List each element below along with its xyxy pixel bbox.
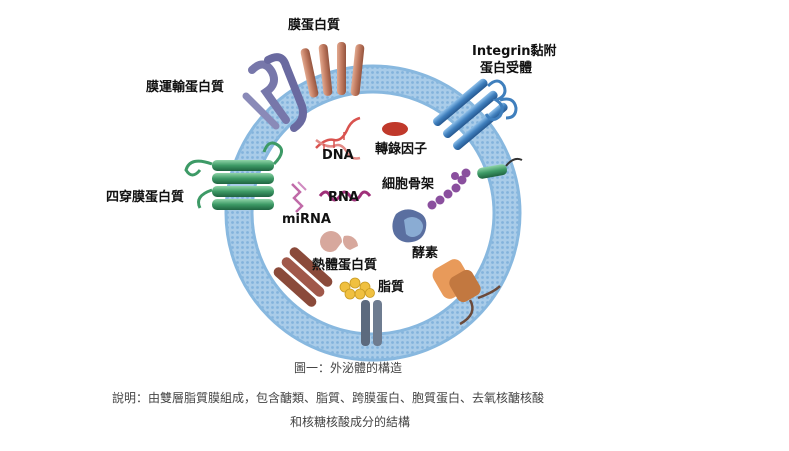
integrin-label-line2: 蛋白受體	[480, 61, 533, 76]
dna-label: DNA	[322, 148, 354, 163]
lipid-icon	[339, 277, 375, 300]
lower-right-membrane-protein-icon	[432, 259, 501, 326]
dna-icon	[315, 116, 361, 160]
heat-shock-protein-icon	[320, 231, 358, 253]
lipid-label: 脂質	[378, 280, 405, 295]
heat-shock-protein-label: 熱體蛋白質	[312, 258, 378, 273]
rna-label: RNA	[328, 190, 359, 205]
cytoskeleton-icon	[427, 168, 471, 210]
membrane-protein-icon	[300, 42, 365, 98]
membrane-protein-label: 膜蛋白質	[288, 18, 341, 33]
transcription-factor-icon	[382, 122, 408, 136]
enzyme-label: 酵素	[412, 246, 439, 261]
figure-caption-line2: 和核糖核酸成分的結構	[290, 415, 411, 429]
transcription-factor-label: 轉錄因子	[375, 142, 428, 157]
mirna-label: miRNA	[282, 212, 331, 227]
integrin-label-line1: Integrin黏附	[472, 44, 557, 59]
lower-membrane-protein-icon	[273, 247, 333, 307]
transport-protein-label: 膜運輸蛋白質	[146, 80, 225, 95]
figure-title: 圖一：外泌體的構造	[294, 361, 403, 375]
transport-protein-icon	[242, 53, 307, 132]
rna-icon	[318, 190, 372, 202]
cytoskeleton-label: 細胞骨架	[382, 177, 435, 192]
integrin-receptor-icon	[433, 78, 518, 151]
mirna-icon	[291, 181, 307, 213]
figure-caption-line1: 說明：由雙層脂質膜組成，包含醣類、脂質、跨膜蛋白、胞質蛋白、去氧核醣核酸	[112, 391, 545, 405]
tetraspanin-label: 四穿膜蛋白質	[106, 190, 185, 205]
enzyme-icon	[392, 209, 427, 243]
anchored-protein-icon	[477, 157, 523, 179]
tetraspanin-icon	[184, 141, 283, 210]
bottom-membrane-protein-icon	[361, 300, 382, 346]
